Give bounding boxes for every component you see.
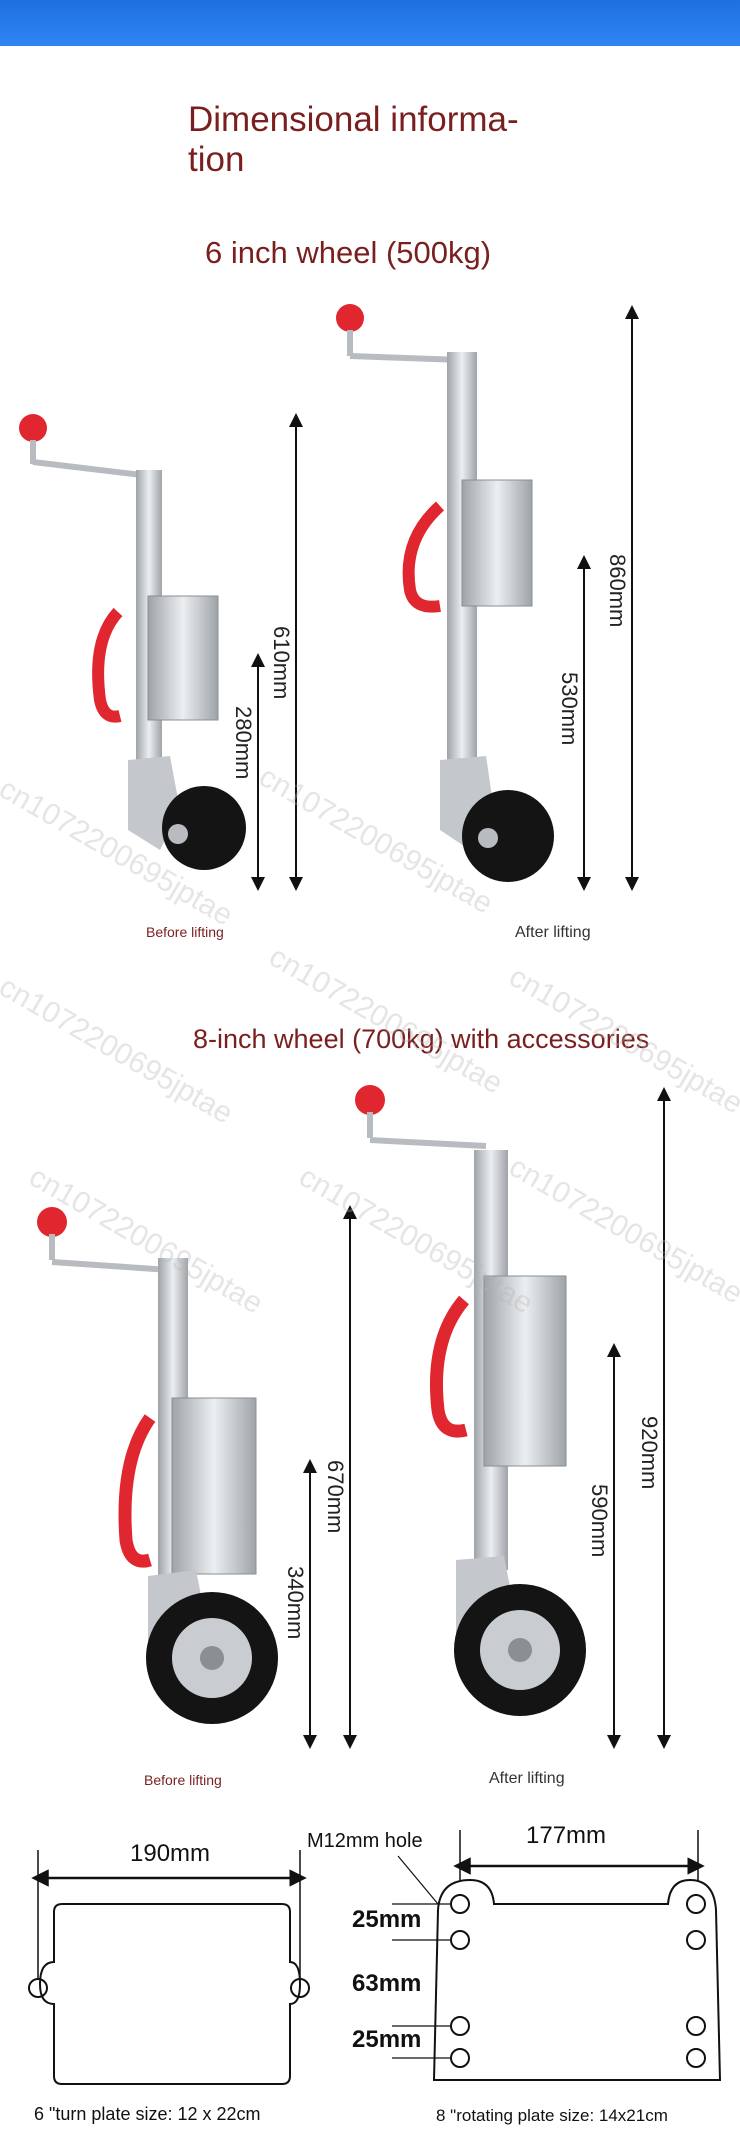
dim-label-860: 860mm bbox=[605, 554, 630, 628]
plate-left-caption: 6 "turn plate size: 12 x 22cm bbox=[34, 2104, 261, 2124]
caption-after-lifting-8inch: After lifting bbox=[489, 1770, 565, 1787]
jack-6inch-before bbox=[19, 414, 246, 870]
dim-label-610: 610mm bbox=[269, 626, 294, 700]
jack-8inch-before bbox=[37, 1207, 278, 1724]
gap-bottom-label: 25mm bbox=[352, 2026, 422, 2053]
plate-right-diagram bbox=[392, 1830, 722, 2081]
plate-left-diagram bbox=[28, 1850, 310, 2085]
jack-8inch-after bbox=[355, 1085, 586, 1716]
gap-top-label: 25mm bbox=[352, 1906, 422, 1933]
plate-left-width-label: 190mm bbox=[130, 1840, 211, 1867]
caption-before-lifting-6inch: Before lifting bbox=[146, 924, 224, 940]
caption-before-lifting-8inch: Before lifting bbox=[144, 1772, 222, 1788]
dim-label-670: 670mm bbox=[323, 1460, 348, 1534]
jack-6inch-after bbox=[336, 304, 554, 882]
gap-mid-label: 63mm bbox=[352, 1970, 422, 1997]
plate-right-caption: 8 "rotating plate size: 14x21cm bbox=[436, 2106, 668, 2125]
dim-label-340: 340mm bbox=[283, 1566, 308, 1640]
dim-label-280: 280mm bbox=[231, 706, 256, 780]
caption-after-lifting-6inch: After lifting bbox=[515, 924, 591, 941]
hole-label: M12mm hole bbox=[307, 1830, 423, 1852]
section-heading-8inch: 8-inch wheel (700kg) with accessories bbox=[193, 1024, 650, 1054]
dim-label-590: 590mm bbox=[587, 1484, 612, 1558]
dim-label-530: 530mm bbox=[557, 672, 582, 746]
top-banner bbox=[0, 0, 740, 46]
page-title: Dimensional informa- tion bbox=[188, 100, 519, 179]
dim-label-920: 920mm bbox=[637, 1416, 662, 1490]
section-heading-6inch: 6 inch wheel (500kg) bbox=[205, 235, 492, 270]
plate-right-width-label: 177mm bbox=[526, 1822, 607, 1849]
